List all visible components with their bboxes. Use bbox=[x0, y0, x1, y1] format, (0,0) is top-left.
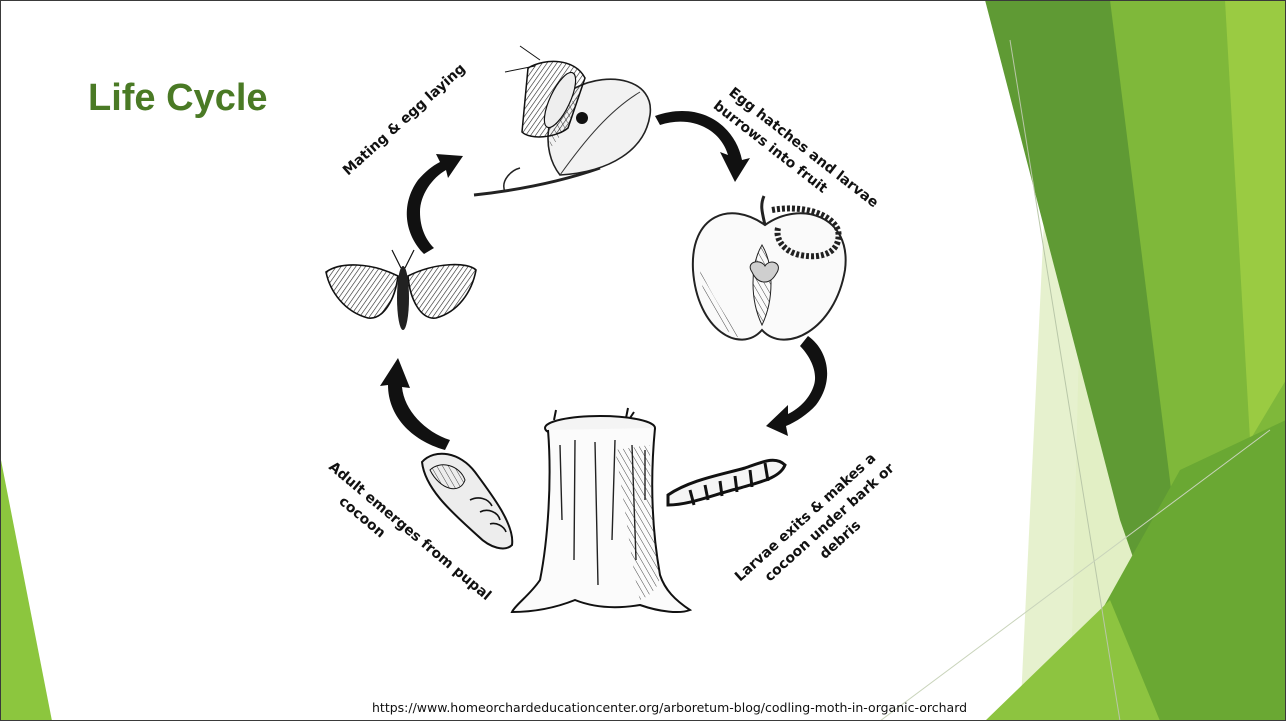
arrow-to-larva bbox=[766, 336, 827, 436]
adult-moth-illustration bbox=[326, 250, 476, 330]
cut-apple-illustration bbox=[693, 196, 846, 340]
arrow-to-mating bbox=[407, 154, 463, 254]
moth-left-wing bbox=[326, 265, 398, 318]
moth-on-leaf-illustration bbox=[474, 46, 650, 195]
source-url: https://www.homeorchardeducationcenter.o… bbox=[372, 700, 967, 715]
stump-trunk bbox=[512, 428, 690, 612]
apple-stem bbox=[762, 196, 765, 225]
pupa-illustration bbox=[422, 454, 512, 549]
moth-body bbox=[397, 266, 409, 330]
tree-stump-illustration bbox=[512, 408, 690, 612]
arrow-to-adult bbox=[380, 358, 450, 450]
larva-body bbox=[668, 460, 785, 505]
egg-dot bbox=[576, 112, 588, 124]
moth-antennae bbox=[392, 250, 414, 268]
larva-illustration bbox=[668, 460, 785, 505]
moth-right-wing bbox=[408, 265, 476, 319]
